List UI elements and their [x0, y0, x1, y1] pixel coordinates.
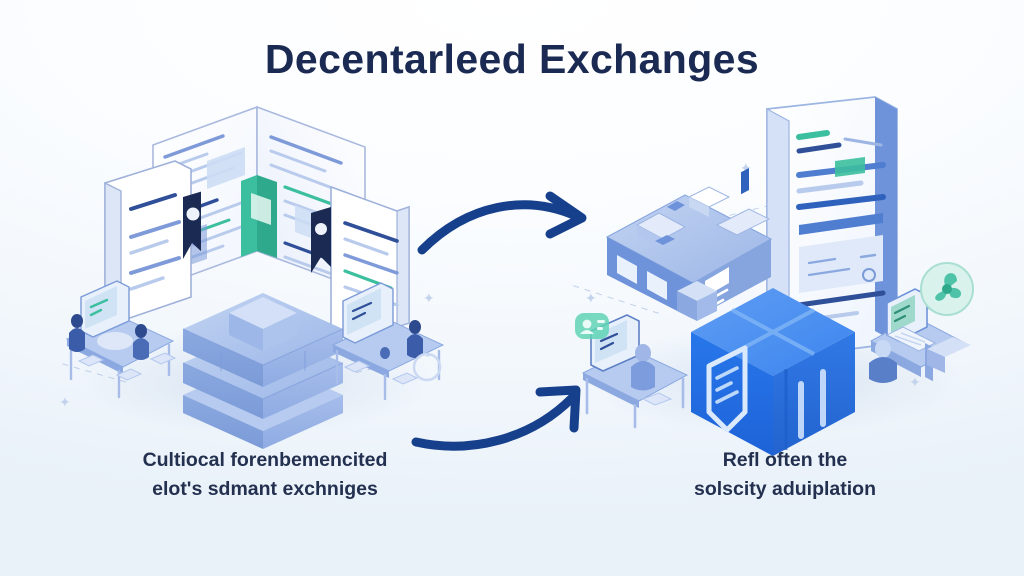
caption-right-line2: solscity aduiplation	[693, 478, 877, 501]
workstation-left	[65, 280, 177, 399]
caption-right-line1: Refl often the	[722, 449, 848, 471]
sparkle-icon: ✦	[740, 160, 752, 176]
workstation-monitor	[575, 313, 689, 429]
bookmark-clip-icon	[183, 191, 201, 259]
sparkle-icon: ✦	[585, 290, 597, 306]
shield-icon	[706, 345, 748, 433]
workstation-laptop	[869, 262, 974, 383]
left-scene: ✦ ✦	[55, 95, 445, 449]
machine-block	[605, 168, 773, 321]
sparkle-icon: ✦	[423, 290, 435, 306]
page-title: Decentarleed Exchanges	[264, 36, 760, 82]
curved-arrow-right	[417, 191, 587, 255]
sparkle-icon: ✦	[59, 394, 71, 410]
caption-left-line1: Cultiocal forenbemencited	[142, 449, 388, 471]
right-scene: ✦ ✦ ✦	[565, 95, 985, 456]
sparkle-icon: ✦	[909, 374, 921, 390]
curved-arrow-up-right	[411, 385, 581, 451]
caption-left: Cultiocal forenbemencited elot's sdmant …	[95, 446, 435, 505]
caption-right: Refl often the solscity aduiplation	[625, 446, 945, 505]
secure-block-cube	[691, 288, 855, 456]
tall-screen-panel	[766, 96, 898, 359]
bookmark-clip-icon	[311, 207, 331, 273]
caption-left-line2: elot's sdmant exchniges	[152, 478, 378, 501]
stacked-block-cube	[182, 293, 344, 449]
user-badge-icon	[575, 313, 609, 339]
workstation-right	[331, 282, 445, 400]
fan-gear-icon	[920, 262, 974, 316]
